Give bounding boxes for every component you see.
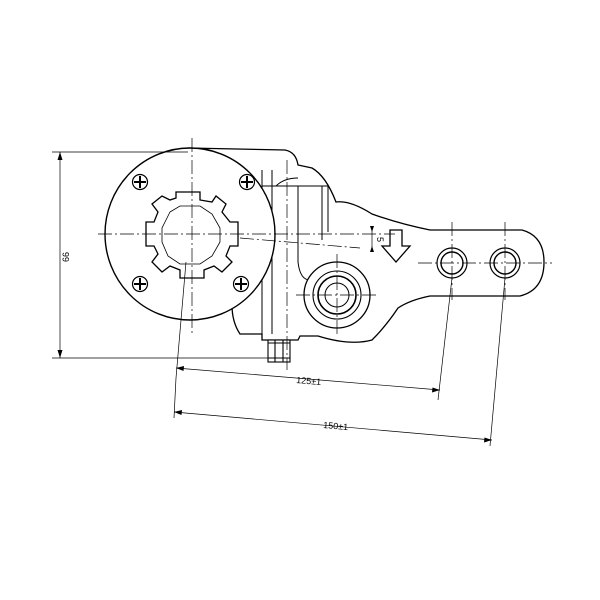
arrow-5-top xyxy=(370,226,374,232)
housing-lower-block xyxy=(297,186,311,281)
arrow-66-bottom xyxy=(57,350,63,358)
bolt-top-left xyxy=(131,173,149,191)
dim-label-66: 66 xyxy=(61,252,71,262)
bolt-bottom-left xyxy=(131,275,149,293)
dim-125-line xyxy=(175,367,441,391)
center-lines xyxy=(98,138,552,370)
adjuster-nut xyxy=(267,339,291,363)
dim-125-ext-right xyxy=(437,277,453,401)
nut-flats xyxy=(268,340,290,362)
dimension-lines xyxy=(52,151,506,447)
flange-bolts xyxy=(131,173,256,293)
direction-arrow xyxy=(380,229,412,263)
arrow-125-right xyxy=(432,387,440,393)
dim-label-125: 125±1 xyxy=(296,375,322,387)
bolt-top-right xyxy=(238,173,256,191)
arrow-150-left xyxy=(174,410,182,415)
dim-label-150: 150±1 xyxy=(323,420,349,432)
arrow-150-right xyxy=(484,437,492,443)
dim-150-line xyxy=(173,411,493,441)
dim-150-ext-left xyxy=(173,377,177,419)
bolt-bottom-right xyxy=(232,275,250,293)
arrow-66-top xyxy=(57,152,63,160)
housing-lip xyxy=(275,177,299,187)
dimension-arrowheads xyxy=(57,152,492,443)
dim-150-ext-right xyxy=(489,277,506,447)
dim-125-ext-left xyxy=(175,261,187,379)
dim-label-5: 5 xyxy=(375,237,385,242)
housing-top-step xyxy=(262,185,329,232)
nut-body xyxy=(267,339,291,363)
spline-inner-ring xyxy=(161,205,221,265)
arrow-5-bottom xyxy=(370,246,374,252)
offset-reference xyxy=(239,237,361,249)
arrow-125-left xyxy=(176,366,184,371)
